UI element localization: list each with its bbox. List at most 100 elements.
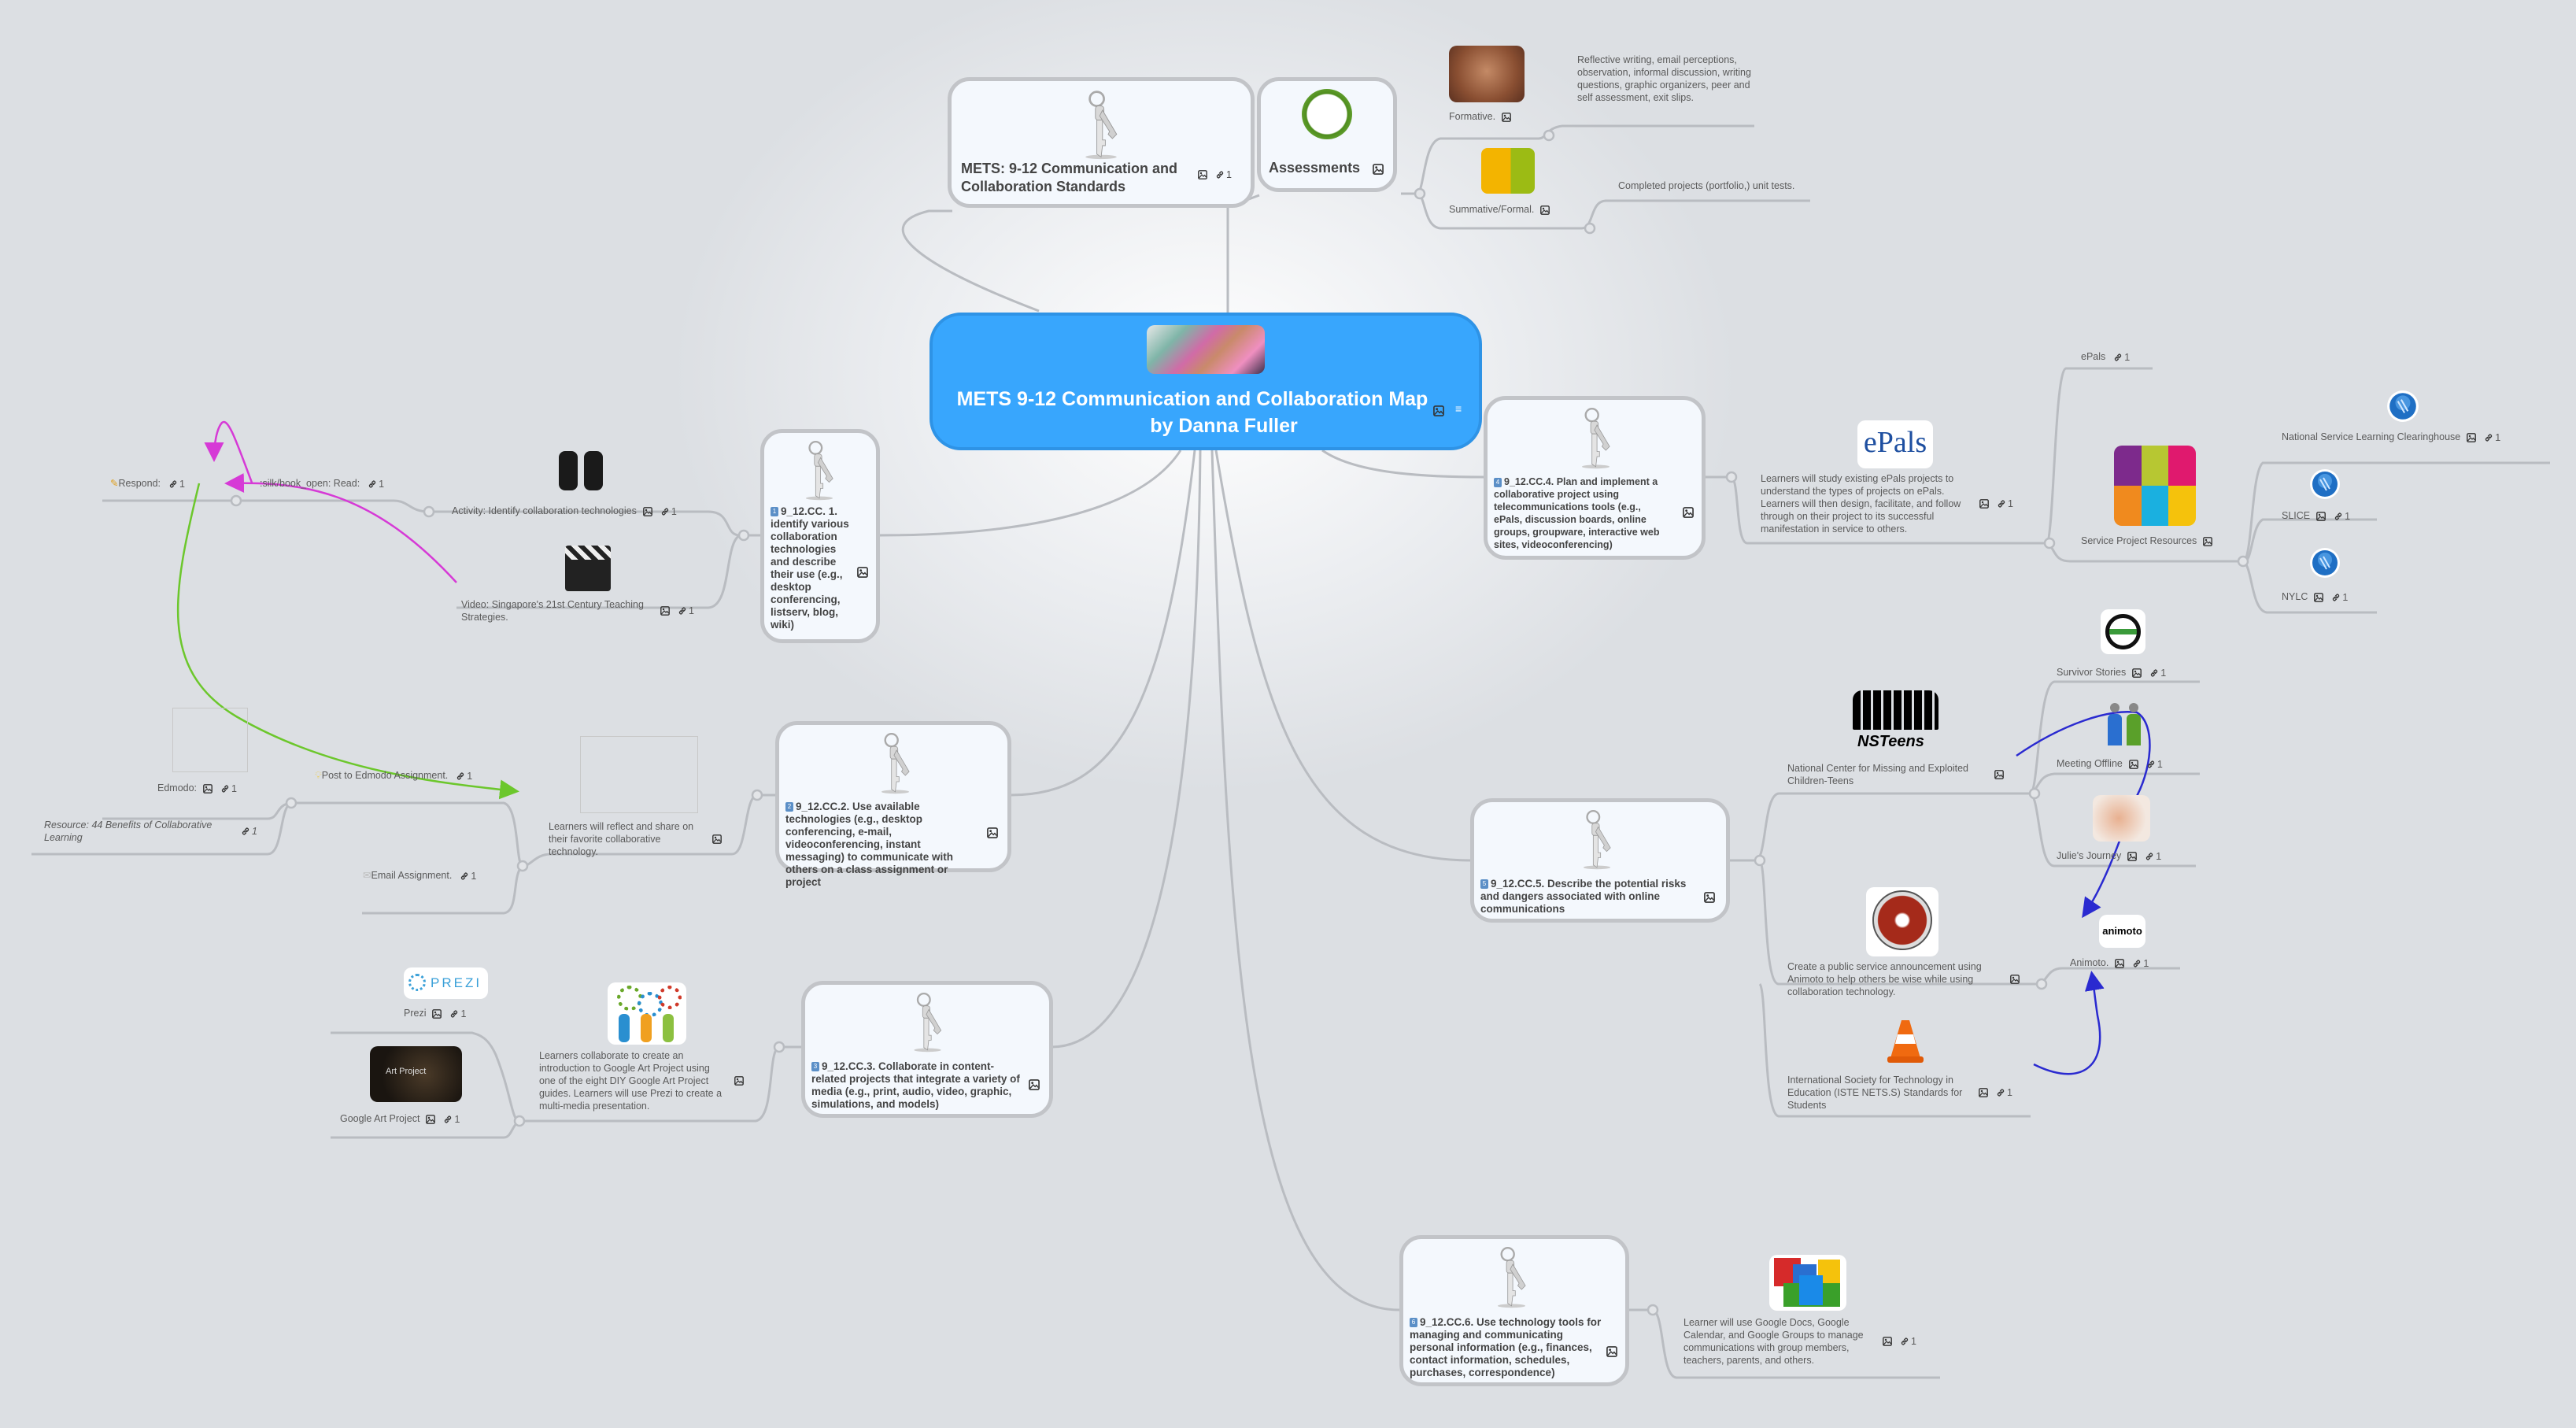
link-icon[interactable] — [368, 479, 377, 489]
image-icon[interactable] — [660, 606, 670, 616]
ncmec-label[interactable]: National Center for Missing and Exploite… — [1787, 762, 2004, 787]
link-icon[interactable] — [1900, 1337, 1909, 1346]
art-project-activity-label[interactable]: Learners collaborate to create an introd… — [539, 1049, 744, 1112]
summative-note[interactable]: Completed projects (portfolio,) unit tes… — [1618, 180, 1795, 191]
link-icon[interactable] — [2334, 512, 2343, 521]
epals-activity-label[interactable]: Learners will study existing ePals proje… — [1761, 472, 2013, 535]
image-icon[interactable] — [1029, 1079, 1040, 1090]
notes-icon[interactable]: ≡ — [1455, 402, 1462, 415]
resource-label[interactable]: Resource: 44 Benefits of Collaborative L… — [44, 819, 257, 844]
edmodo-label[interactable]: Edmodo:1 — [157, 782, 237, 795]
link-icon[interactable] — [2149, 668, 2159, 678]
image-icon[interactable] — [1198, 170, 1207, 179]
image-icon[interactable] — [1606, 1346, 1617, 1357]
link-icon[interactable] — [241, 827, 250, 836]
link-icon[interactable] — [678, 606, 687, 616]
image-icon[interactable] — [1433, 405, 1444, 416]
formative-label[interactable]: Formative. — [1449, 110, 1511, 123]
read-label[interactable]: :silk/book_open: Read:1 — [260, 477, 384, 490]
image-icon[interactable] — [2314, 593, 2323, 602]
iste-label[interactable]: International Society for Technology in … — [1787, 1074, 2012, 1112]
image-icon[interactable] — [734, 1076, 744, 1086]
image-icon[interactable] — [1683, 507, 1694, 518]
image-icon[interactable] — [2129, 760, 2138, 769]
attachment-icon[interactable] — [168, 479, 178, 489]
email-assignment-label[interactable]: ✉Email Assignment.1 — [363, 869, 476, 882]
service-project-resources-label[interactable]: Service Project Resources — [2081, 535, 2212, 547]
assessments-topic[interactable]: Assessments — [1257, 77, 1397, 192]
attachment-icon[interactable] — [460, 871, 469, 881]
activity-identify-label[interactable]: Activity: Identify collaboration technol… — [452, 505, 677, 518]
link-icon[interactable] — [1997, 499, 2006, 509]
attachment-icon[interactable] — [456, 771, 465, 781]
image-icon[interactable] — [1994, 770, 2004, 779]
image-icon[interactable] — [857, 567, 868, 578]
post-edmodo-label[interactable]: 💡︎Post to Edmodo Assignment.1 — [315, 769, 472, 782]
image-icon[interactable] — [426, 1115, 435, 1124]
art-activity-text: Learners collaborate to create an introd… — [539, 1050, 723, 1112]
attachment-icon[interactable] — [1215, 170, 1225, 179]
image-icon[interactable] — [1502, 113, 1511, 122]
image-icon[interactable] — [712, 834, 722, 844]
summative-label[interactable]: Summative/Formal. — [1449, 203, 1550, 216]
formative-note[interactable]: Reflective writing, email perceptions, o… — [1577, 54, 1751, 103]
image-icon[interactable] — [1373, 164, 1384, 175]
image-icon[interactable] — [2467, 433, 2476, 442]
summative-text: Summative/Formal. — [1449, 204, 1535, 215]
central-title-line1: METS 9-12 Communication and Collaboratio… — [956, 388, 1428, 410]
relationship-arrow-magenta — [224, 473, 457, 583]
link-icon[interactable] — [443, 1115, 453, 1124]
image-icon[interactable] — [2203, 537, 2212, 546]
image-icon[interactable] — [432, 1009, 442, 1019]
image-icon[interactable] — [1979, 499, 1989, 509]
central-topic[interactable]: METS 9-12 Communication and Collaboratio… — [930, 313, 1482, 450]
link-icon[interactable] — [2132, 959, 2142, 968]
image-icon[interactable] — [2115, 959, 2124, 968]
link-icon[interactable] — [2113, 353, 2123, 362]
image-icon[interactable] — [1704, 892, 1715, 903]
standards-topic[interactable]: METS: 9-12 Communication and Collaborati… — [948, 77, 1255, 208]
image-icon[interactable] — [2010, 975, 2020, 984]
link-icon[interactable] — [2146, 760, 2156, 769]
reflect-label[interactable]: Learners will reflect and share on their… — [549, 820, 722, 858]
link-icon[interactable] — [2145, 852, 2154, 861]
image-icon[interactable] — [1540, 205, 1550, 215]
image-icon[interactable] — [1979, 1088, 1988, 1097]
psa-label[interactable]: Create a public service announcement usi… — [1787, 960, 2020, 998]
image-icon[interactable] — [203, 784, 213, 794]
link-icon[interactable] — [2331, 593, 2341, 602]
standards-title: METS: 9-12 Communication and Collaborati… — [961, 161, 1178, 194]
link-icon[interactable] — [220, 784, 230, 794]
attachment-icon[interactable] — [660, 507, 670, 516]
link-icon[interactable] — [1996, 1088, 2005, 1097]
link-icon[interactable] — [449, 1009, 459, 1019]
google-tools-label[interactable]: Learner will use Google Docs, Google Cal… — [1683, 1316, 1916, 1367]
image-icon[interactable] — [2316, 512, 2326, 521]
image-icon[interactable] — [2132, 668, 2142, 678]
image-icon[interactable] — [2127, 852, 2137, 861]
video-label[interactable]: Video: Singapore's 21st Century Teaching… — [461, 598, 694, 623]
respond-label[interactable]: ✎Respond:1 — [110, 477, 185, 490]
image-icon[interactable] — [987, 827, 998, 838]
link-icon[interactable] — [2484, 433, 2493, 442]
animoto-label[interactable]: Animoto.1 — [2070, 956, 2149, 970]
link-count: 1 — [2495, 431, 2501, 443]
image-icon[interactable] — [1883, 1337, 1892, 1346]
image-icon[interactable] — [643, 507, 652, 516]
